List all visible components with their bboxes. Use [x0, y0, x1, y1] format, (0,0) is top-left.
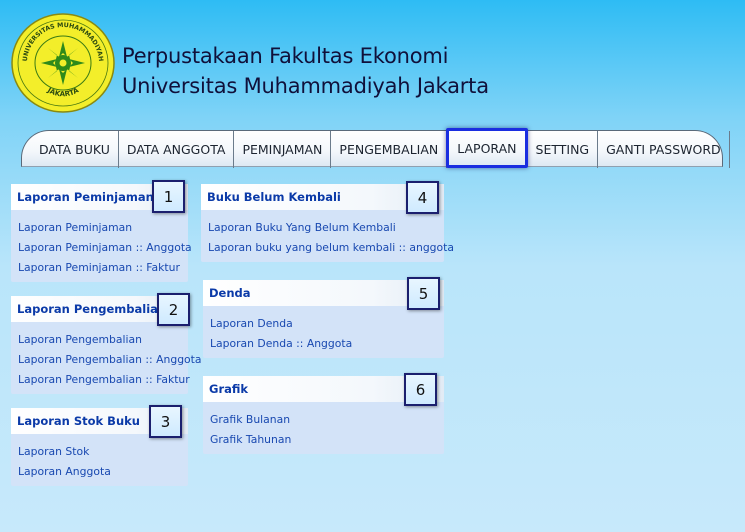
svg-text:JAKARTA: JAKARTA	[45, 86, 80, 98]
link-laporan-peminjaman[interactable]: Laporan Peminjaman	[18, 221, 133, 234]
callout-badge-3: 3	[149, 405, 182, 438]
nav-data-buku[interactable]: DATA BUKU	[22, 131, 119, 168]
link-laporan-denda-anggota[interactable]: Laporan Denda :: Anggota	[210, 337, 353, 350]
link-laporan-pengembalian-faktur[interactable]: Laporan Pengembalian :: Faktur	[18, 373, 190, 386]
callout-badge-4: 4	[406, 181, 439, 214]
link-grafik-tahunan[interactable]: Grafik Tahunan	[210, 433, 292, 446]
callout-badge-6: 6	[404, 373, 437, 406]
nav-pengembalian[interactable]: PENGEMBALIAN	[331, 131, 448, 168]
site-title-line2: Universitas Muhammadiyah Jakarta	[122, 74, 489, 98]
link-laporan-pengembalian[interactable]: Laporan Pengembalian	[18, 333, 142, 346]
link-laporan-peminjaman-anggota[interactable]: Laporan Peminjaman :: Anggota	[18, 241, 192, 254]
main-nav-bar: DATA BUKU DATA ANGGOTA PEMINJAMAN PENGEM…	[21, 128, 730, 168]
callout-badge-5: 5	[407, 277, 440, 310]
link-laporan-anggota[interactable]: Laporan Anggota	[18, 465, 111, 478]
panel-grafik: Grafik Grafik Bulanan Grafik Tahunan	[203, 376, 444, 454]
link-laporan-buku-belum-kembali[interactable]: Laporan Buku Yang Belum Kembali	[208, 221, 396, 234]
link-laporan-belum-kembali-anggota[interactable]: Laporan buku yang belum kembali :: anggo…	[208, 241, 454, 254]
panel-title-denda: Denda	[203, 280, 444, 306]
nav-laporan[interactable]: LAPORAN	[446, 128, 528, 168]
panel-buku-belum-kembali: Buku Belum Kembali Laporan Buku Yang Bel…	[201, 184, 454, 262]
link-grafik-bulanan[interactable]: Grafik Bulanan	[210, 413, 291, 426]
panel-denda: Denda Laporan Denda Laporan Denda :: Ang…	[203, 280, 444, 358]
panel-title-belum-kembali: Buku Belum Kembali	[201, 184, 444, 210]
link-laporan-pengembalian-anggota[interactable]: Laporan Pengembalian :: Anggota	[18, 353, 202, 366]
nav-peminjaman[interactable]: PEMINJAMAN	[234, 131, 332, 168]
link-laporan-peminjaman-faktur[interactable]: Laporan Peminjaman :: Faktur	[18, 261, 180, 274]
nav-data-anggota[interactable]: DATA ANGGOTA	[119, 131, 235, 168]
link-laporan-stok[interactable]: Laporan Stok	[18, 445, 90, 458]
logo-bottom-text: JAKARTA	[45, 86, 80, 98]
callout-badge-2: 2	[157, 293, 190, 326]
nav-setting[interactable]: SETTING	[528, 131, 599, 168]
university-seal-logo: UNIVERSITAS MUHAMMADIYAH JAKARTA	[11, 13, 115, 113]
panel-title-grafik: Grafik	[203, 376, 444, 402]
callout-badge-1: 1	[152, 180, 185, 213]
link-laporan-denda[interactable]: Laporan Denda	[210, 317, 293, 330]
nav-ganti-password[interactable]: GANTI PASSWORD	[598, 131, 730, 168]
site-title-line1: Perpustakaan Fakultas Ekonomi	[122, 44, 449, 68]
